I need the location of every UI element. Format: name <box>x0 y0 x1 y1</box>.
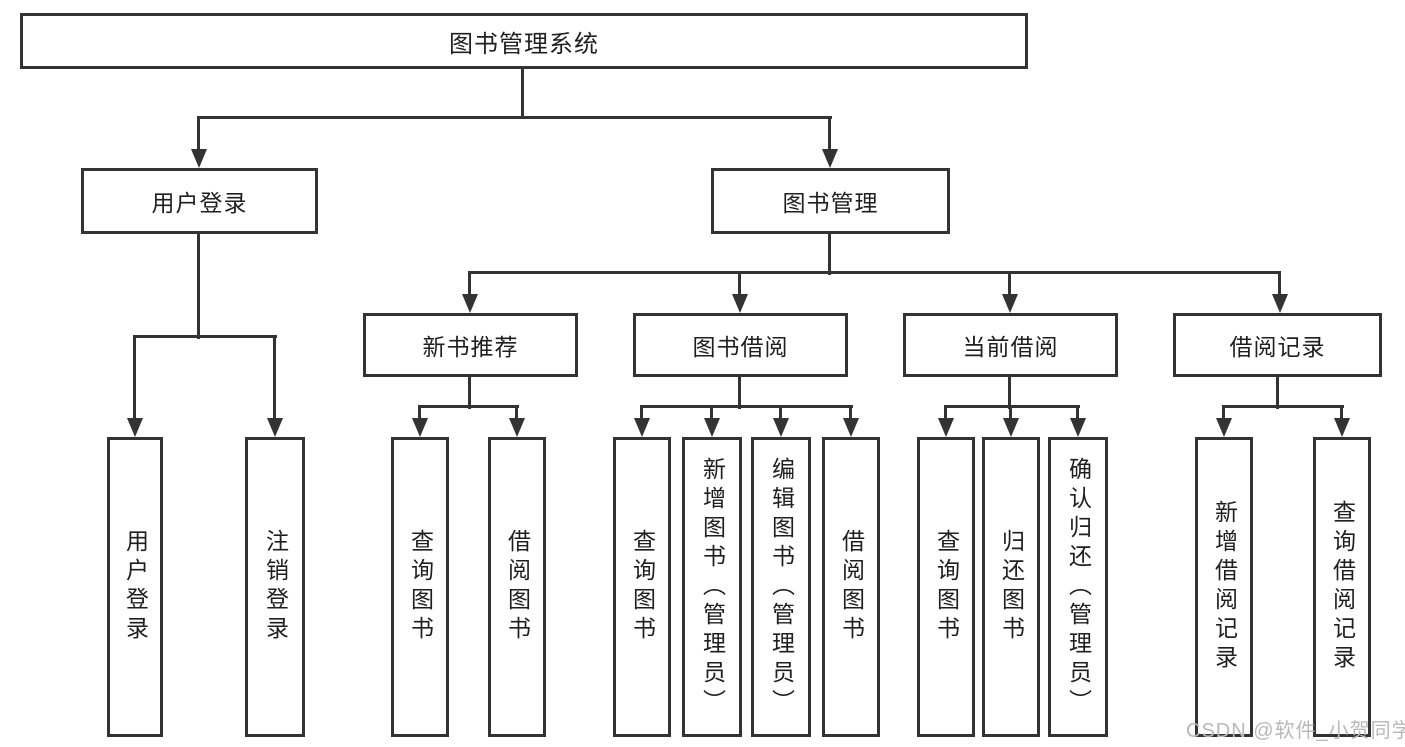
node-borrowing-records: 借阅记录 <box>1173 313 1382 377</box>
arrowhead-user-login <box>191 149 207 168</box>
connector-groupC-drop4 <box>849 405 852 421</box>
connector-groupE-drop2 <box>1340 405 1343 421</box>
connector-groupC-drop3 <box>779 405 782 421</box>
leaf-return-book: 归还图书 <box>982 437 1040 737</box>
node-user-login: 用户登录 <box>81 168 318 234</box>
node-book-management: 图书管理 <box>711 168 950 234</box>
connector-groupC-drop2 <box>710 405 713 421</box>
arrowhead-book-borrow <box>732 294 748 313</box>
arrowhead-leaf-borrow-book-b <box>843 418 859 437</box>
leaf-query-book-c: 查询图书 <box>917 437 975 737</box>
connector-current-borrow-drop <box>1008 271 1011 297</box>
connector-level3-rail <box>468 271 1281 274</box>
arrowhead-leaf-borrow-book-a <box>509 418 525 437</box>
connector-root-stem <box>521 69 524 118</box>
connector-user-login-stem <box>197 234 200 339</box>
node-current-borrowing: 当前借阅 <box>903 313 1118 377</box>
arrowhead-leaf-query-book-b <box>634 418 650 437</box>
leaf-add-borrow-record: 新增借阅记录 <box>1195 437 1253 737</box>
arrowhead-leaf-add-book <box>704 418 720 437</box>
connector-borrow-record-drop <box>1278 271 1281 297</box>
leaf-user-login: 用户登录 <box>107 437 163 737</box>
connector-book-borrow-stem <box>738 377 741 409</box>
leaf-edit-book-admin: 编辑图书（管理员） <box>751 437 811 737</box>
arrowhead-borrow-record <box>1272 294 1288 313</box>
watermark-text: CSDN @软件_小贺同学 <box>1186 720 1405 742</box>
leaf-query-book-a: 查询图书 <box>391 437 449 737</box>
arrowhead-book-mgmt <box>822 149 838 168</box>
arrowhead-leaf-query-record <box>1334 418 1350 437</box>
node-book-borrowing: 图书借阅 <box>633 313 848 377</box>
connector-groupC-rail <box>640 405 853 408</box>
connector-groupD-drop2 <box>1009 405 1012 421</box>
connector-groupB-rail <box>418 405 519 408</box>
node-new-book-recommend: 新书推荐 <box>363 313 578 377</box>
connector-new-book-stem <box>468 377 471 409</box>
connector-user-login-drop <box>197 116 200 152</box>
leaf-confirm-return-admin: 确认归还（管理员） <box>1048 437 1108 737</box>
connector-groupD-drop1 <box>944 405 947 421</box>
connector-borrow-record-stem <box>1276 377 1279 409</box>
connector-groupA-drop2 <box>273 335 276 419</box>
leaf-add-book-admin: 新增图书（管理员） <box>682 437 742 737</box>
arrowhead-leaf-confirm-return <box>1070 418 1086 437</box>
connector-book-mgmt-drop <box>828 116 831 152</box>
arrowhead-leaf-return-book <box>1003 418 1019 437</box>
connector-groupD-drop3 <box>1076 405 1079 421</box>
connector-groupC-drop1 <box>640 405 643 421</box>
leaf-borrow-book-b: 借阅图书 <box>822 437 880 737</box>
leaf-logout: 注销登录 <box>245 437 305 737</box>
arrowhead-leaf-add-record <box>1216 418 1232 437</box>
arrowhead-leaf-logout <box>267 418 283 437</box>
connector-current-borrow-stem <box>1008 377 1011 409</box>
arrowhead-leaf-edit-book <box>773 418 789 437</box>
arrowhead-new-book <box>462 294 478 313</box>
connector-groupB-drop1 <box>418 405 421 421</box>
arrowhead-leaf-query-book-c <box>938 418 954 437</box>
connector-groupE-drop1 <box>1222 405 1225 421</box>
connector-groupB-drop2 <box>515 405 518 421</box>
connector-new-book-drop <box>468 271 471 297</box>
connector-groupD-rail <box>944 405 1080 408</box>
connector-level2-rail <box>197 116 832 119</box>
connector-groupA-rail <box>133 335 277 338</box>
connector-groupE-rail <box>1222 405 1344 408</box>
arrowhead-leaf-user-login <box>127 418 143 437</box>
node-root: 图书管理系统 <box>20 13 1028 69</box>
arrowhead-leaf-query-book-a <box>412 418 428 437</box>
leaf-query-book-b: 查询图书 <box>613 437 671 737</box>
connector-book-mgmt-stem <box>828 234 831 275</box>
leaf-query-borrow-record: 查询借阅记录 <box>1313 437 1371 737</box>
leaf-borrow-book-a: 借阅图书 <box>488 437 546 737</box>
connector-groupA-drop1 <box>133 335 136 419</box>
connector-book-borrow-drop <box>738 271 741 297</box>
arrowhead-current-borrow <box>1002 294 1018 313</box>
